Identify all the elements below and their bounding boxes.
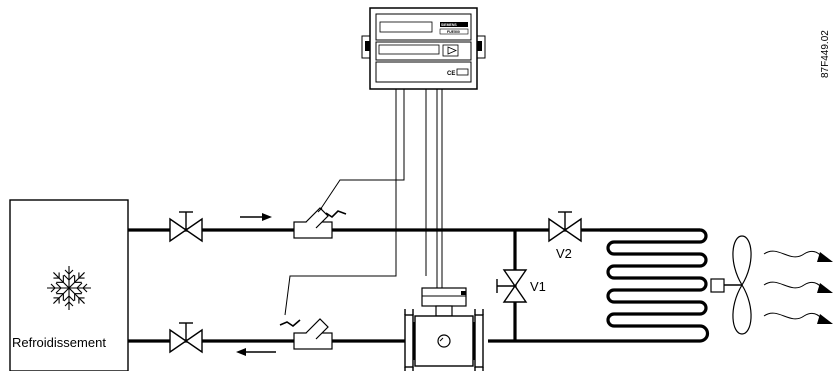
device-brand: SIEMENS (441, 23, 457, 27)
flow-meter-icon (404, 287, 484, 371)
flow-arrow-icon (240, 213, 272, 221)
fan-icon (710, 235, 752, 335)
airflow-arrows (763, 250, 833, 324)
valve-icon (169, 322, 203, 354)
cooling-label: Refroidissement (12, 335, 106, 350)
flow-arrow-icon (236, 348, 276, 356)
signal-wires (284, 89, 443, 316)
temperature-sensor-icon (279, 318, 333, 350)
device-model: FUE500 (447, 30, 460, 34)
ce-mark: CE (447, 71, 455, 77)
valve-v2-label: V2 (556, 246, 572, 261)
snowflake-icon (46, 266, 92, 311)
coil (600, 228, 710, 343)
valve-v1-label: V1 (530, 279, 546, 294)
valve-icon (496, 269, 528, 303)
heat-meter-device: SIEMENS FUE500 CE (361, 7, 486, 90)
temperature-sensor-icon (293, 207, 347, 239)
document-code: 87F449.02 (820, 30, 831, 78)
valve-icon (169, 211, 203, 243)
cooling-unit: Refroidissement (9, 199, 129, 371)
valve-icon (548, 211, 582, 243)
